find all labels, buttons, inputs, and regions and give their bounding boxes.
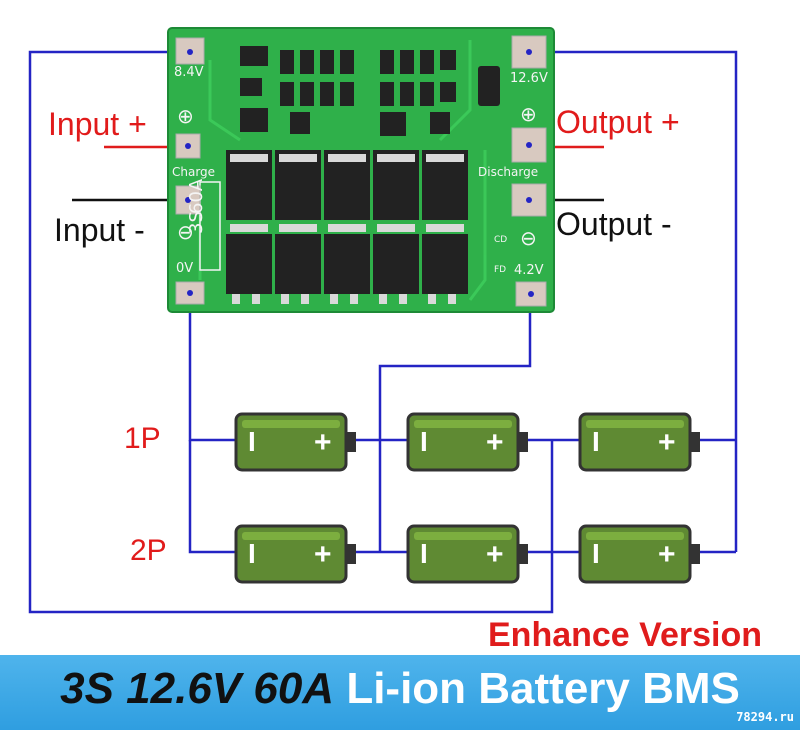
row-label-2p: 2P xyxy=(130,534,167,567)
wire-0v-row2 xyxy=(188,440,236,554)
discharge-plus-symbol: ⊕ xyxy=(520,102,537,126)
discharge-minus-symbol: ⊖ xyxy=(520,226,537,250)
mosfet-tabs-bottom xyxy=(232,294,456,304)
battery-plus-mark: + xyxy=(486,426,504,459)
output-plus-label: Output + xyxy=(556,104,680,140)
pad-label-12v6: 12.6V xyxy=(510,71,548,86)
wires xyxy=(28,50,738,614)
bms-board xyxy=(167,27,555,313)
pad-dots xyxy=(185,49,534,297)
battery-minus-mark: I xyxy=(592,538,600,569)
battery-highlights xyxy=(242,420,684,540)
banner-title-product: Li-ion Battery BMS xyxy=(346,664,740,713)
battery-plus-mark: + xyxy=(314,426,332,459)
battery-plus-mark: + xyxy=(314,538,332,571)
battery-plus-mark: + xyxy=(658,426,676,459)
row-label-1p: 1P xyxy=(124,422,161,455)
model-text-60a: 60A xyxy=(186,178,207,214)
charge-plus-symbol: ⊕ xyxy=(177,104,194,128)
mosfet-tabs-top xyxy=(230,154,464,232)
title-banner: 3S 12.6V 60A Li-ion Battery BMS 78294.ru xyxy=(0,655,800,730)
cd-label: CD xyxy=(494,235,508,245)
wire-8v4 xyxy=(28,50,554,614)
pad-label-0v: 0V xyxy=(176,261,194,276)
output-minus-label: Output - xyxy=(556,206,672,242)
charge-minus-symbol: ⊖ xyxy=(177,220,194,244)
pad-label-4v2: 4.2V xyxy=(514,263,544,278)
fd-label: FD xyxy=(494,265,507,275)
battery-plus-mark: + xyxy=(486,538,504,571)
battery-minus-mark: I xyxy=(420,426,428,457)
charge-label: Charge xyxy=(172,165,216,179)
mosfets-bottom xyxy=(226,234,468,294)
wire-12v6 xyxy=(530,50,738,440)
input-minus-label: Input - xyxy=(54,212,145,248)
battery-minus-mark: I xyxy=(248,426,256,457)
watermark: 78294.ru xyxy=(736,710,794,724)
small-components xyxy=(240,46,500,136)
pad-label-8v4: 8.4V xyxy=(174,65,204,80)
battery-minus-mark: I xyxy=(248,538,256,569)
banner-title-spec: 3S 12.6V 60A xyxy=(60,664,335,713)
model-text-3s: 3S xyxy=(186,211,207,234)
banner-title: 3S 12.6V 60A Li-ion Battery BMS xyxy=(0,667,800,711)
battery-minus-mark: I xyxy=(420,538,428,569)
battery-minus-mark: I xyxy=(592,426,600,457)
discharge-label: Discharge xyxy=(478,165,539,179)
wire-4v2 xyxy=(378,300,532,552)
battery-plus-mark: + xyxy=(658,538,676,571)
battery-grid xyxy=(234,412,700,584)
input-plus-label: Input + xyxy=(48,106,147,142)
wire-0v-row1 xyxy=(188,300,236,442)
model-box xyxy=(199,181,221,271)
enhance-version-label: Enhance Version xyxy=(488,616,762,654)
